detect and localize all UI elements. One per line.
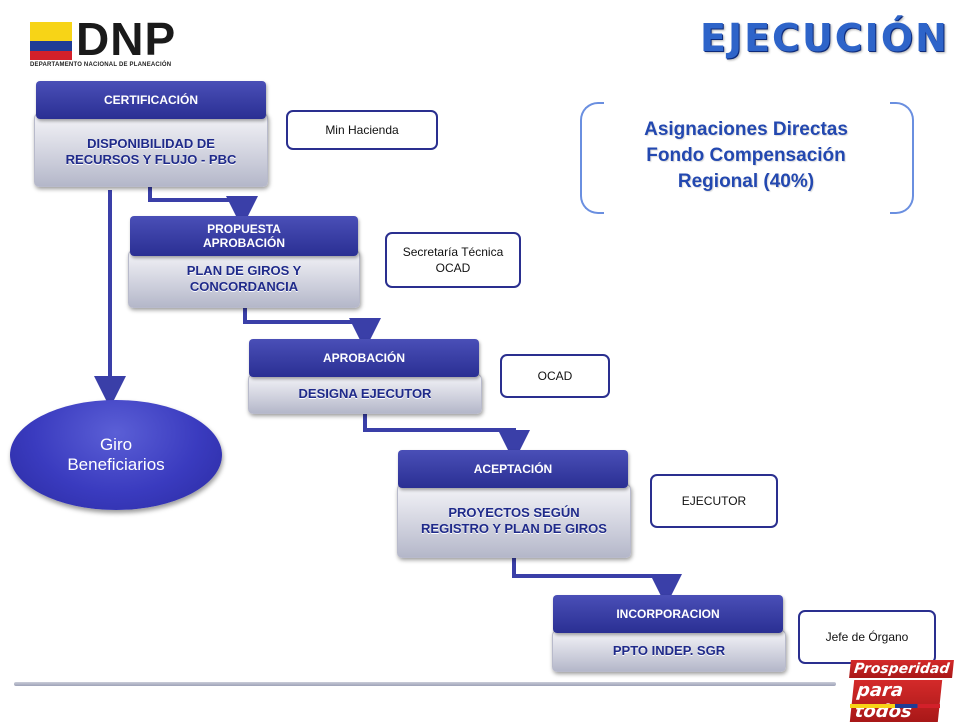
role-min-hacienda: Min Hacienda [286, 110, 438, 150]
connector-3-4 [363, 414, 530, 462]
connector-1-2 [148, 186, 258, 228]
connector-4-5 [512, 556, 682, 606]
footer-divider [14, 682, 836, 686]
step-head-certificacion: CERTIFICACIÓN [36, 81, 266, 119]
logo-subtitle: DEPARTAMENTO NACIONAL DE PLANEACIÓN [30, 62, 172, 68]
asignaciones-text: Asignaciones Directas Fondo Compensación… [580, 102, 912, 210]
step-body-text: PROYECTOS SEGÚN REGISTRO Y PLAN DE GIROS [421, 505, 607, 536]
connector-2-3 [243, 308, 381, 350]
step-head-text: PROPUESTA APROBACIÓN [202, 222, 285, 250]
giro-text: Giro Beneficiarios [67, 435, 165, 474]
role-ocad: OCAD [500, 354, 610, 398]
giro-beneficiarios-ellipse: Giro Beneficiarios [10, 400, 222, 510]
prosperidad-line1: Prosperidad [849, 660, 955, 678]
step-body-text: PLAN DE GIROS Y CONCORDANCIA [186, 263, 302, 294]
page-title: EJECUCIÓN [700, 16, 949, 60]
step-head-propuesta: PROPUESTA APROBACIÓN [130, 216, 358, 256]
step-head-aprobacion: APROBACIÓN [249, 339, 479, 377]
colombia-flag-icon [30, 22, 72, 60]
prosperidad-logo: Prosperidad para todos [849, 660, 955, 722]
step-head-aceptacion: ACEPTACIÓN [398, 450, 628, 488]
role-ejecutor: EJECUTOR [650, 474, 778, 528]
step-head-incorporacion: INCORPORACION [553, 595, 783, 633]
left-bracket [580, 102, 604, 214]
role-text: Secretaría Técnica OCAD [402, 245, 504, 275]
step-body-plan-giros: PLAN DE GIROS Y CONCORDANCIA [128, 250, 360, 308]
logo-text: DNP [76, 13, 177, 65]
step-body-proyectos: PROYECTOS SEGÚN REGISTRO Y PLAN DE GIROS [397, 484, 631, 558]
step-body-text: DISPONIBILIDAD DE RECURSOS Y FLUJO - PBC [65, 136, 237, 167]
role-jefe-organo: Jefe de Órgano [798, 610, 936, 664]
asignaciones-label: Asignaciones Directas Fondo Compensación… [644, 119, 848, 192]
step-body-ppto: PPTO INDEP. SGR [552, 630, 786, 672]
step-body-designa-ejecutor: DESIGNA EJECUTOR [248, 374, 482, 414]
role-secretaria-tecnica: Secretaría Técnica OCAD [385, 232, 521, 288]
prosperidad-flag-stripe [850, 704, 940, 708]
prosperidad-line2: para todos [849, 680, 943, 722]
step-body-disponibilidad: DISPONIBILIDAD DE RECURSOS Y FLUJO - PBC [34, 113, 268, 187]
